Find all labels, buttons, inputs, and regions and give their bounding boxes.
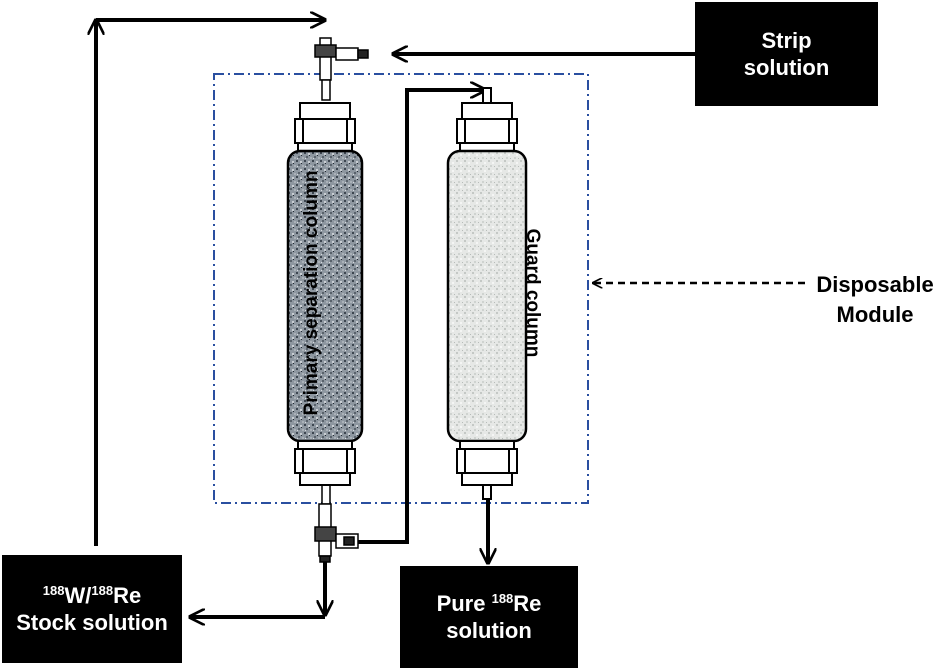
primary-column-label: Primary separation column bbox=[301, 170, 322, 416]
stock-line2: Stock solution bbox=[16, 610, 168, 635]
w-symbol: W/ bbox=[64, 583, 92, 608]
pure-mass-number: 188 bbox=[491, 591, 514, 606]
bottom-valve bbox=[314, 483, 359, 563]
strip-solution-box: Strip solution bbox=[695, 2, 878, 106]
disposable-module-label: Disposable Module bbox=[800, 270, 950, 330]
pure-prefix: Pure bbox=[436, 591, 492, 616]
strip-line1: Strip bbox=[761, 28, 812, 53]
guard-column-label: Guard column bbox=[522, 228, 543, 358]
re-mass-number: 188 bbox=[91, 583, 114, 598]
pure-line2: solution bbox=[446, 618, 532, 643]
guard-column bbox=[446, 87, 528, 500]
guard-column-resin bbox=[446, 149, 528, 443]
primary-to-guard-arrow bbox=[356, 90, 485, 544]
disposable-module-boundary bbox=[213, 73, 589, 504]
pure-symbol: Re bbox=[513, 591, 542, 616]
module-line1: Disposable bbox=[816, 272, 934, 297]
strip-line2: solution bbox=[743, 55, 830, 80]
w-mass-number: 188 bbox=[42, 583, 65, 598]
flow-lines bbox=[96, 20, 695, 617]
module-line2: Module bbox=[836, 302, 914, 327]
primary-separation-column bbox=[286, 102, 364, 486]
top-valve bbox=[314, 37, 369, 101]
pure-re-solution-box: Pure 188Re solution bbox=[400, 566, 578, 668]
primary-column-resin bbox=[286, 149, 364, 443]
stock-isotopes: 188W/188Re bbox=[43, 582, 141, 609]
re-symbol: Re bbox=[113, 583, 142, 608]
stock-solution-box: 188W/188Re Stock solution bbox=[2, 555, 182, 663]
pure-line1: Pure 188Re bbox=[437, 590, 542, 617]
